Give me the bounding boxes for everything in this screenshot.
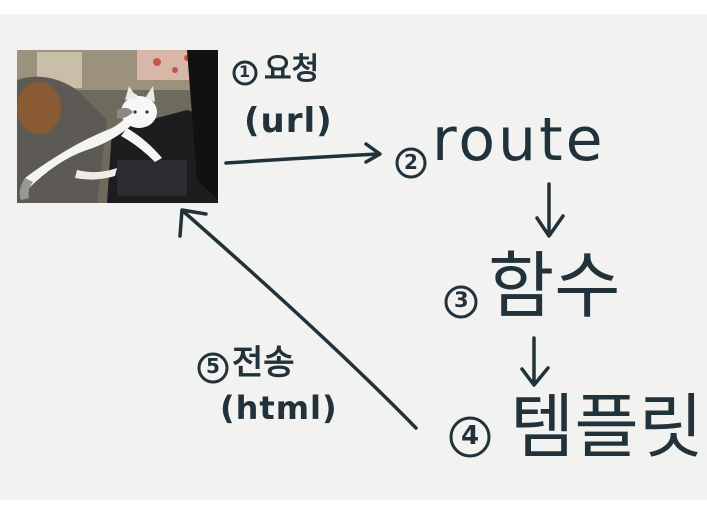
step3-circle bbox=[444, 285, 478, 319]
arrow-route-to-function-head bbox=[535, 214, 565, 238]
step3-label: 함수 bbox=[488, 244, 621, 328]
step1-number: 1 bbox=[239, 62, 251, 81]
step5-circle bbox=[197, 352, 229, 384]
step1-sub: (url) bbox=[244, 101, 333, 141]
arrow-request bbox=[224, 152, 380, 165]
cat-laptop-image bbox=[17, 50, 218, 203]
step5-sub: (html) bbox=[220, 389, 338, 427]
step3-number: 3 bbox=[454, 288, 469, 312]
step2-number: 2 bbox=[404, 150, 418, 174]
step4-number: 4 bbox=[461, 421, 480, 451]
step4-circle bbox=[449, 416, 491, 458]
step5-number: 5 bbox=[206, 354, 220, 378]
arrow-request-head bbox=[364, 142, 382, 164]
arrow-response-head bbox=[178, 208, 208, 238]
step2-label: route bbox=[432, 105, 606, 175]
arrow-function-to-template-head bbox=[520, 366, 550, 387]
cat-laptop-photo bbox=[17, 50, 218, 203]
step1-circle bbox=[232, 60, 258, 86]
step1-label: 요청 bbox=[264, 52, 320, 87]
step5-label: 전송 bbox=[232, 343, 295, 383]
arrow-response bbox=[182, 210, 418, 430]
step2-circle bbox=[395, 147, 427, 179]
step4-label: 템플릿 bbox=[510, 386, 704, 468]
